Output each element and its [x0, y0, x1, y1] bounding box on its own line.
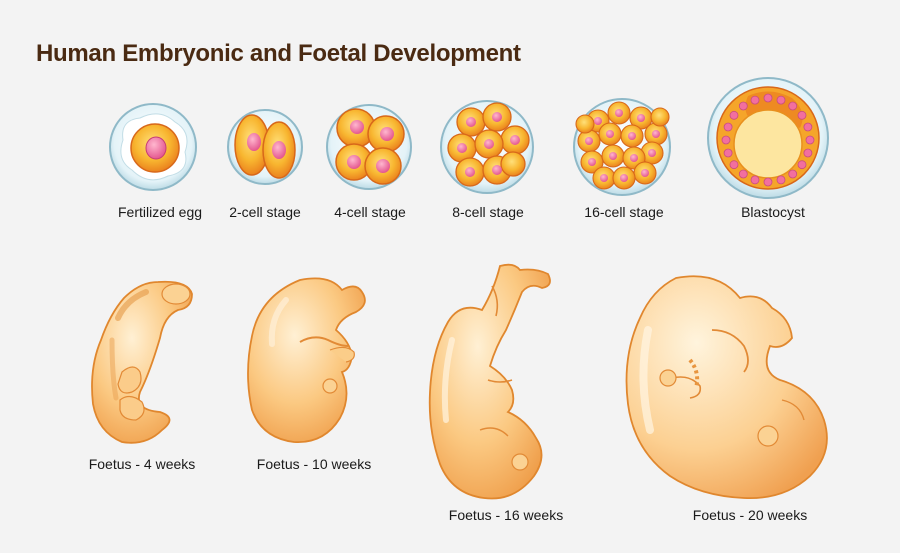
blastocyst-cell-nucleus — [750, 175, 760, 185]
blastocyst-cell-nucleus — [738, 101, 748, 111]
blastocyst-cell-nucleus — [797, 160, 807, 170]
blastocyst-cell-nucleus — [750, 95, 760, 105]
blastocyst-cell-nucleus — [738, 169, 748, 179]
eight-cell-stage-illustration — [440, 100, 534, 194]
blastocyst-cell-nucleus — [723, 148, 733, 158]
blastocyst-cell-nucleus — [788, 169, 798, 179]
label-blastocyst: Blastocyst — [741, 204, 805, 220]
four-cell-stage-illustration — [326, 104, 412, 190]
blastocyst-illustration — [707, 77, 829, 199]
label-fertilized-egg: Fertilized egg — [117, 204, 203, 220]
label-foetus-20-weeks: Foetus - 20 weeks — [692, 507, 808, 523]
label-8-cell-stage: 8-cell stage — [452, 204, 524, 220]
foetus-16-weeks-illustration — [428, 263, 551, 500]
label-4-cell-stage: 4-cell stage — [334, 204, 406, 220]
label-foetus-10-weeks: Foetus - 10 weeks — [256, 456, 372, 472]
blastocyst-cell-nucleus — [803, 122, 813, 132]
blastocyst-cell-nucleus — [788, 101, 798, 111]
two-cell-stage-illustration — [227, 109, 303, 185]
blastocyst-cell-ring — [721, 93, 815, 187]
blastocyst-cell-nucleus — [721, 135, 731, 145]
blastocyst-cell-nucleus — [729, 110, 739, 120]
blastocyst-cell-nucleus — [797, 110, 807, 120]
label-2-cell-stage: 2-cell stage — [229, 204, 301, 220]
foetus-20-weeks-illustration — [625, 275, 828, 500]
blastocyst-cell-nucleus — [803, 148, 813, 158]
blastocyst-cell-nucleus — [805, 135, 815, 145]
label-foetus-16-weeks: Foetus - 16 weeks — [448, 507, 564, 523]
blastocyst-cell-nucleus — [723, 122, 733, 132]
blastocyst-cell-nucleus — [763, 93, 773, 103]
blastocyst-cell-nucleus — [776, 175, 786, 185]
blastocyst-cell-nucleus — [729, 160, 739, 170]
foetus-10-weeks-illustration — [247, 277, 366, 443]
sixteen-cell-stage-illustration — [573, 98, 671, 196]
page-title: Human Embryonic and Foetal Development — [36, 40, 521, 67]
label-foetus-4-weeks: Foetus - 4 weeks — [88, 456, 196, 472]
label-16-cell-stage: 16-cell stage — [584, 204, 664, 220]
foetus-4-weeks-illustration — [91, 280, 193, 444]
fertilized-egg-illustration — [109, 103, 197, 191]
blastocyst-cell-nucleus — [763, 177, 773, 187]
blastocyst-cell-nucleus — [776, 95, 786, 105]
